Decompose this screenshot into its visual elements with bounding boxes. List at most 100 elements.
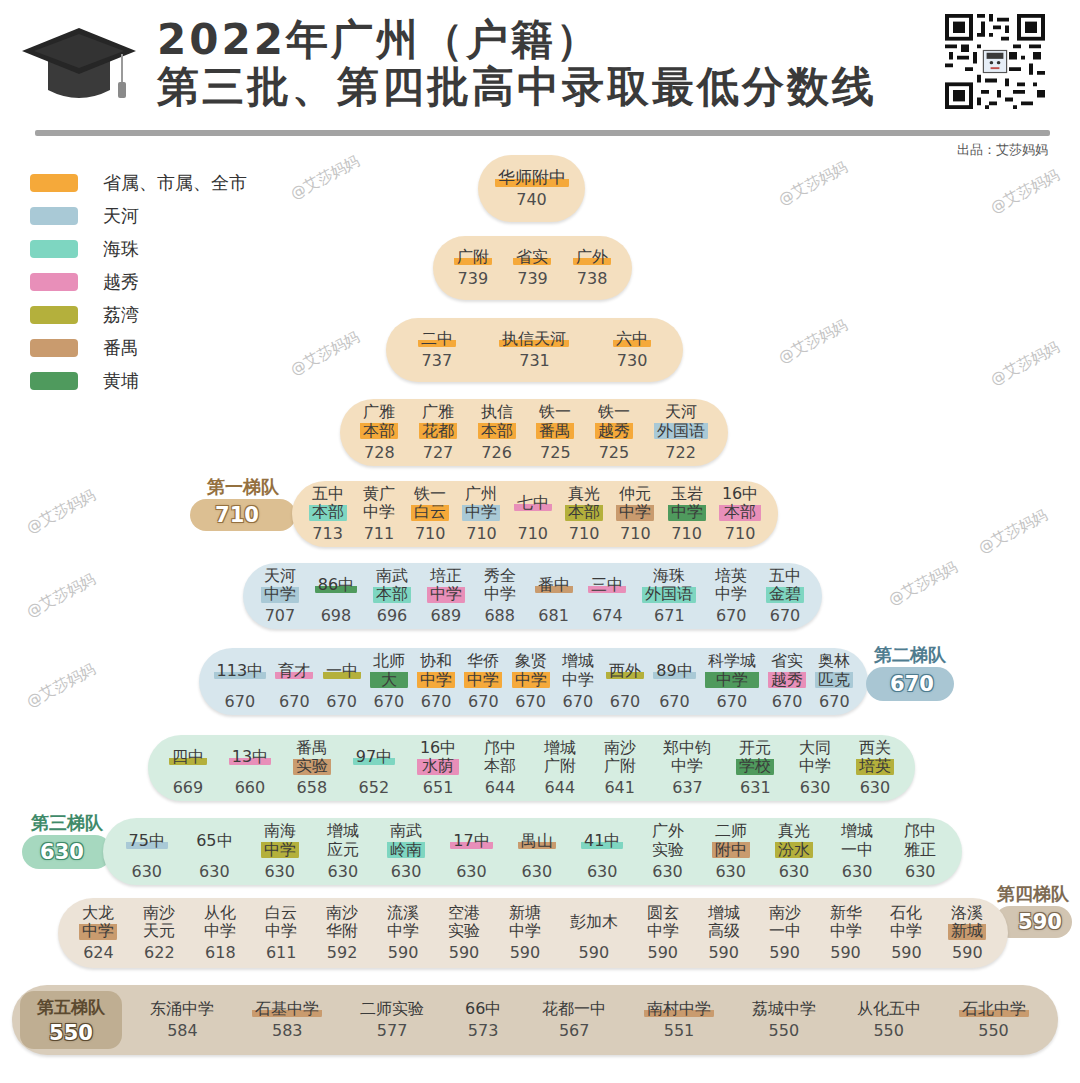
score-band: 二中737执信天河731六中730: [386, 318, 683, 382]
name-area: 象贤 中学: [512, 652, 550, 690]
name-area: 科学城 中学: [705, 652, 759, 690]
school-entry: 增城 高级 590: [705, 903, 743, 962]
name-area: 二师实验: [357, 999, 427, 1019]
school-name: 16中 水荫: [417, 739, 459, 776]
score-value: 590: [708, 944, 739, 962]
school-entry: 西关 培英 630: [856, 738, 894, 797]
name-area: 流溪 中学: [384, 903, 422, 941]
school-entry: 增城 中学670: [559, 652, 597, 711]
name-area: 16中 本部: [719, 484, 761, 522]
name-area: 禺山: [518, 822, 556, 860]
school-name: 增城 中学: [559, 652, 597, 689]
score-value: 738: [577, 270, 608, 288]
legend-text: 番禺: [103, 336, 139, 360]
school-entry: 海珠 外国语671: [642, 566, 696, 625]
school-name: 广外 实验: [649, 822, 687, 859]
school-name: 天河 外国语: [654, 403, 708, 440]
school-entry: 65中630: [193, 822, 235, 881]
school-name: 增城 一中: [838, 822, 876, 859]
name-area: 南武 本部: [373, 566, 411, 604]
name-area: 西外: [606, 652, 644, 690]
school-entry: 新华 中学590: [827, 903, 865, 962]
school-entry: 南沙 广附641: [601, 738, 639, 797]
school-entry: 南沙 天元622: [140, 903, 178, 962]
name-area: 彭加木: [567, 903, 621, 941]
school-name: 彭加木: [567, 913, 621, 931]
school-name: 二师实验: [357, 1000, 427, 1018]
school-entry: 三中674: [588, 566, 626, 625]
school-entry: 圆玄 中学590: [644, 903, 682, 962]
score-band: 大龙 中学624南沙 天元622从化 中学618白云 中学611南沙 华附592…: [58, 898, 1008, 968]
school-name: 南沙 华附: [323, 904, 361, 941]
legend-row: 黄埔: [30, 368, 139, 394]
legend-row: 海珠: [30, 236, 139, 262]
name-area: 石化 中学: [887, 903, 925, 941]
school-name: 113中: [214, 662, 267, 680]
school-name: 花都一中: [539, 1000, 609, 1018]
score-value: 670: [717, 693, 748, 711]
school-name: 86中: [315, 576, 357, 594]
name-area: 南沙 一中: [766, 903, 804, 941]
school-name: 增城 广附: [541, 739, 579, 776]
name-area: 增城 中学: [559, 652, 597, 690]
name-area: 一中: [323, 652, 361, 690]
score-value: 660: [235, 779, 266, 797]
watermark: @艾莎妈妈: [776, 316, 851, 368]
score-value: 670: [326, 693, 357, 711]
school-name: 增城 高级: [705, 904, 743, 941]
tier-tab: 第五梯队550: [20, 991, 122, 1049]
entry-row: 华师附中740: [486, 155, 577, 222]
score-value: 630: [860, 779, 891, 797]
score-value: 630: [779, 863, 810, 881]
school-entry: 东涌中学584: [147, 999, 217, 1040]
score-value: 590: [830, 944, 861, 962]
name-area: 六中: [613, 329, 651, 349]
school-name: 象贤 中学: [512, 652, 550, 689]
legend-row: 省属、市属、全市: [30, 170, 247, 196]
name-area: 南海 中学: [261, 822, 299, 860]
score-band: 华师附中740: [478, 155, 585, 222]
name-area: 广附: [454, 247, 492, 267]
tier-heading-area: 第三梯队: [22, 811, 112, 835]
school-entry: 二师 附中630: [712, 822, 750, 881]
school-name: 石北中学: [959, 1000, 1029, 1018]
school-entry: 广州 中学710: [462, 484, 500, 543]
name-area: 省实: [513, 247, 551, 267]
school-entry: 广雅 本部728: [360, 403, 398, 462]
score-value: 688: [484, 607, 515, 625]
name-area: 奥林 匹克: [815, 652, 853, 690]
score-value: 670: [819, 693, 850, 711]
school-entry: 五中 本部 713: [309, 484, 347, 543]
tier-heading-area: 第一梯队: [190, 475, 296, 499]
name-area: 增城 高级: [705, 903, 743, 941]
entry-row: 75中63065中630南海 中学630增城 应元630南武 岭南63017中6…: [113, 818, 952, 885]
score-value: 713: [312, 525, 343, 543]
school-entry: 奥林 匹克 670: [815, 652, 853, 711]
school-name: 16中 本部: [719, 485, 761, 522]
school-name: 南武 本部: [373, 567, 411, 604]
score-value: 550: [873, 1022, 904, 1040]
school-entry: 广外 实验630: [649, 822, 687, 881]
school-name: 大同 中学: [796, 739, 834, 776]
score-band: 广附739省实739广外738: [433, 236, 632, 300]
school-name: 禺山: [518, 832, 556, 850]
school-entry: 白云 中学611: [262, 903, 300, 962]
school-name: 75中: [126, 832, 168, 850]
school-entry: 66中573: [462, 999, 504, 1040]
name-area: 97中: [353, 738, 395, 776]
school-entry: 省实739: [513, 247, 551, 288]
school-name: 66中: [462, 1000, 504, 1018]
score-value: 674: [592, 607, 623, 625]
school-entry: 秀全 中学688: [481, 566, 519, 625]
school-name: 奥林 匹克: [815, 652, 853, 689]
name-area: 七中: [514, 484, 552, 522]
school-name: 南海 中学: [261, 822, 299, 859]
school-name: 育才: [275, 662, 313, 680]
school-name: 邝中 本部: [481, 739, 519, 776]
school-entry: 铁一 越秀725: [595, 403, 633, 462]
name-area: 五中 本部: [309, 484, 347, 522]
school-name: 执信天河: [499, 330, 569, 348]
school-name: 六中: [613, 330, 651, 348]
name-area: 五中 金碧: [766, 566, 804, 604]
school-name: 西关 培英: [856, 739, 894, 776]
